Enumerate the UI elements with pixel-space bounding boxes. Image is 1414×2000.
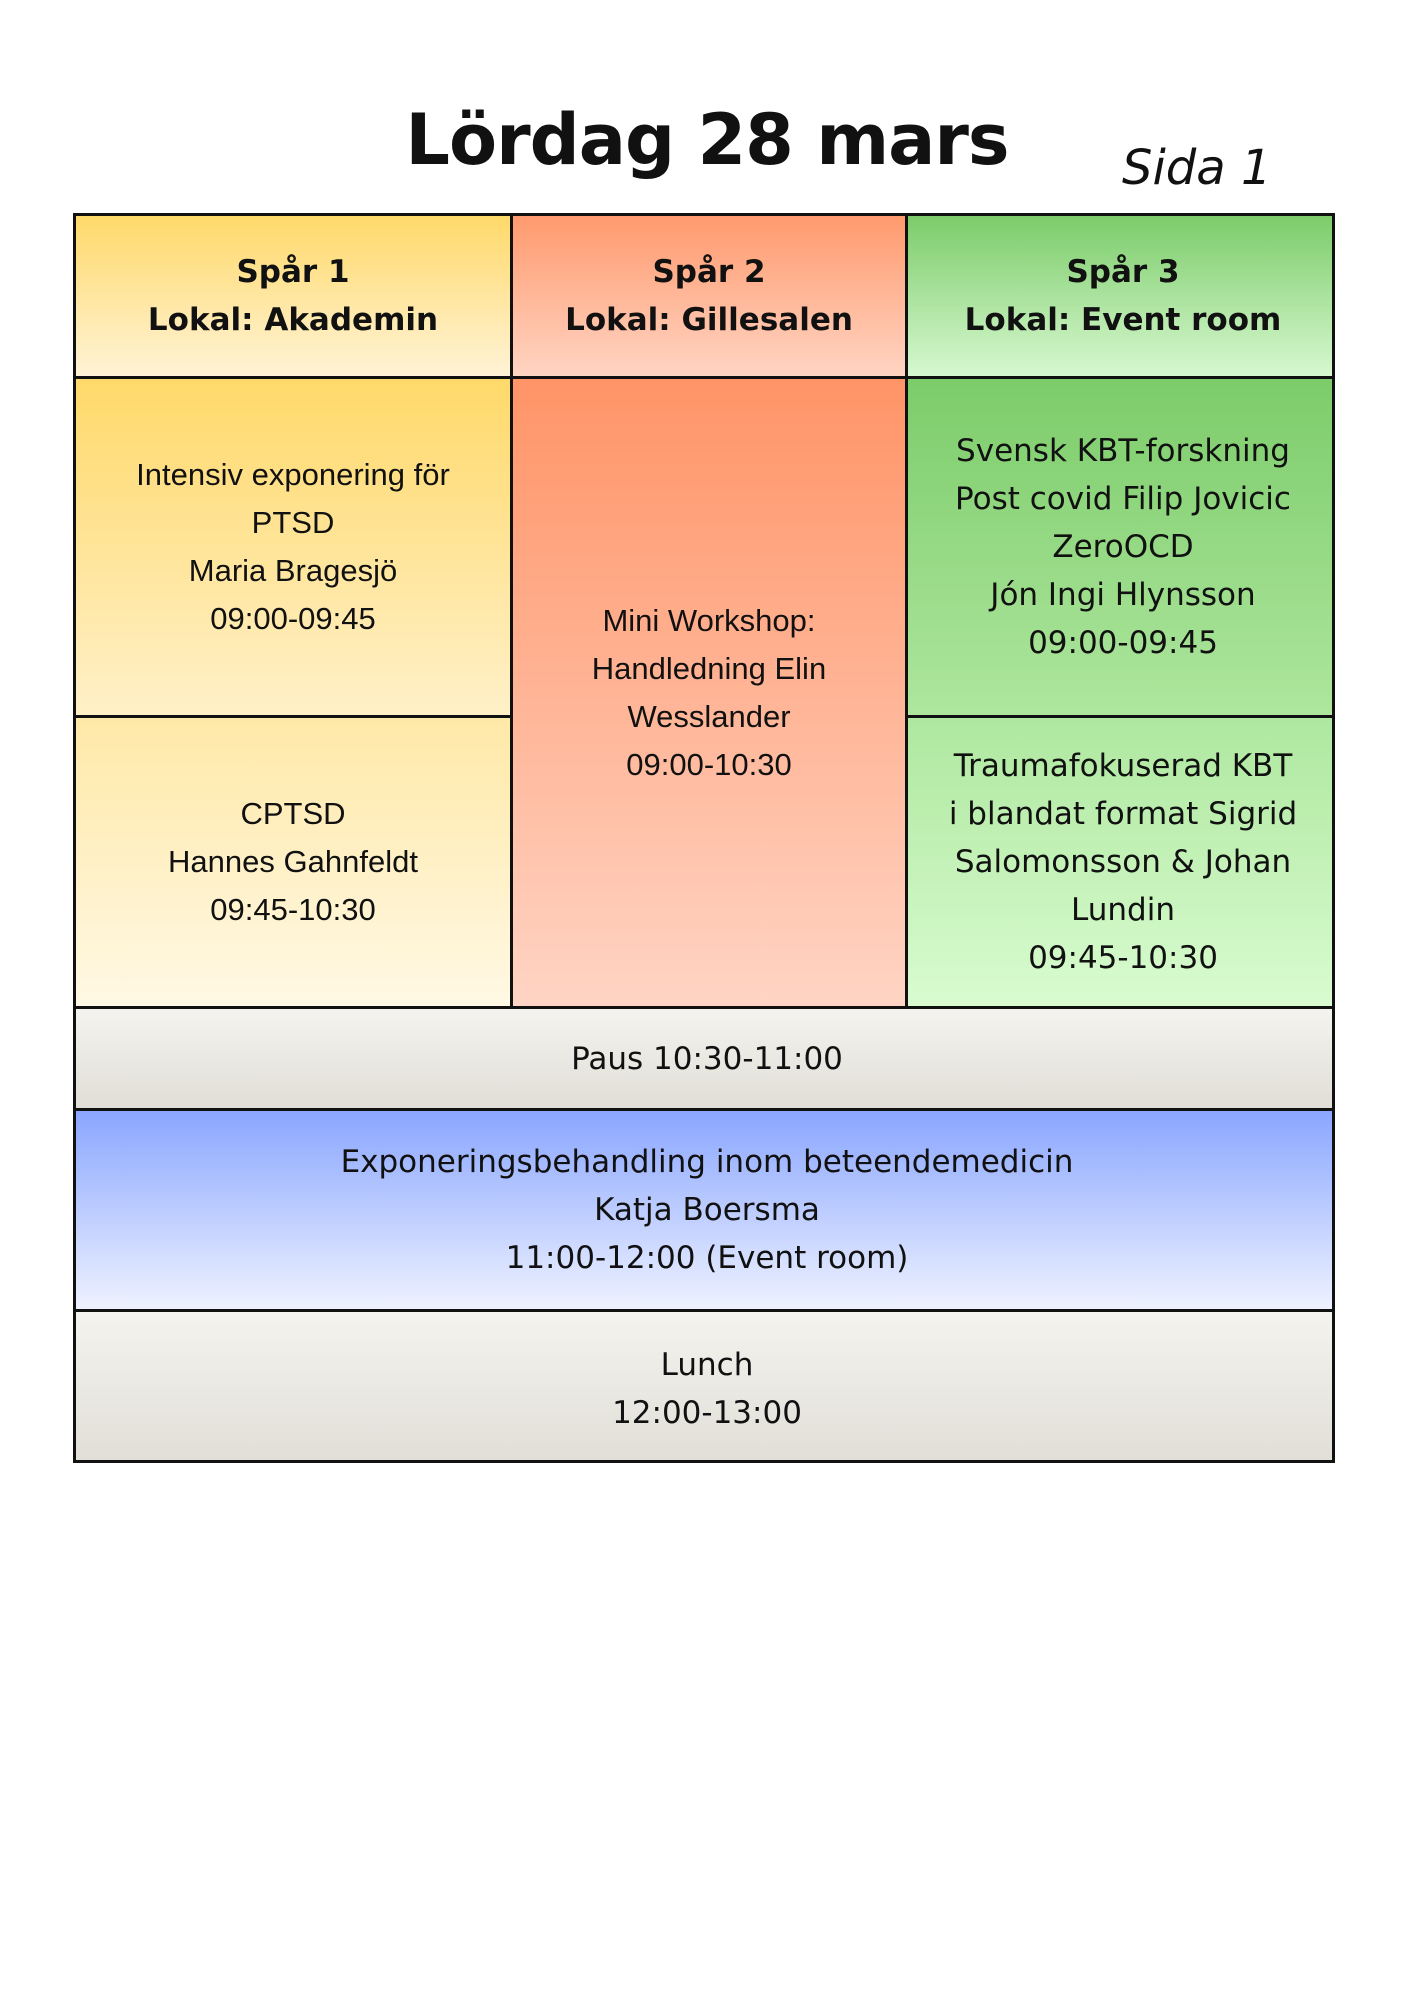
session-speaker: Jón Ingi Hlynsson: [990, 577, 1256, 613]
track-1-header: Spår 1 Lokal: Akademin: [76, 216, 513, 379]
session-title: Mini Workshop:: [602, 602, 816, 638]
session-speaker: Maria Bragesjö: [188, 553, 398, 588]
lunch-label: Lunch: [660, 1347, 754, 1383]
session-track-1-second: CPTSD Hannes Gahnfeldt 09:45-10:30: [76, 718, 513, 1009]
track-3-room: Lokal: Event room: [964, 302, 1282, 338]
session-track-2-workshop: Mini Workshop: Handledning Elin Wessland…: [513, 379, 908, 1009]
session-speaker-continued: Lundin: [1071, 892, 1175, 928]
schedule-table: Spår 1 Lokal: Akademin Spår 2 Lokal: Gil…: [73, 213, 1335, 1463]
session-track-3-second: Traumafokuserad KBT i blandat format Sig…: [908, 718, 1332, 1009]
session-title-continued: PTSD: [251, 505, 335, 540]
session-title: Traumafokuserad KBT: [953, 748, 1293, 784]
track-2-header: Spår 2 Lokal: Gillesalen: [513, 216, 908, 379]
session-time: 09:45-10:30: [210, 892, 376, 927]
session-speaker: Wesslander: [627, 698, 791, 734]
session-speaker: Salomonsson & Johan: [954, 844, 1292, 880]
session-title: Svensk KBT-forskning: [956, 433, 1290, 469]
session-time: 09:00-09:45: [210, 601, 376, 636]
break-label: Paus 10:30-11:00: [571, 1040, 843, 1077]
session-time: 09:00-10:30: [626, 746, 792, 782]
session-subtitle-continued: ZeroOCD: [1052, 529, 1194, 565]
lunch-row: Lunch 12:00-13:00: [76, 1312, 1332, 1460]
session-track-1-first: Intensiv exponering för PTSD Maria Brage…: [76, 379, 513, 718]
page-title: Lördag 28 mars: [405, 99, 1009, 181]
plenary-session: Exponeringsbehandling inom beteendemedic…: [76, 1111, 1332, 1312]
session-title: Intensiv exponering för: [136, 457, 450, 492]
break-row: Paus 10:30-11:00: [76, 1009, 1332, 1111]
track-3-header: Spår 3 Lokal: Event room: [908, 216, 1332, 379]
track-3-name: Spår 3: [1066, 254, 1180, 290]
session-track-3-first: Svensk KBT-forskning Post covid Filip Jo…: [908, 379, 1332, 718]
plenary-time: 11:00-12:00 (Event room): [505, 1240, 909, 1276]
session-time: 09:00-09:45: [1028, 625, 1218, 661]
track-2-room: Lokal: Gillesalen: [565, 302, 853, 338]
plenary-speaker: Katja Boersma: [594, 1192, 820, 1228]
plenary-title: Exponeringsbehandling inom beteendemedic…: [340, 1144, 1074, 1180]
track-2-name: Spår 2: [652, 254, 766, 290]
session-speaker: Hannes Gahnfeldt: [168, 844, 418, 879]
page-number: Sida 1: [1122, 140, 1272, 196]
session-time: 09:45-10:30: [1028, 940, 1218, 976]
track-1-room: Lokal: Akademin: [147, 302, 439, 338]
track-1-name: Spår 1: [236, 254, 350, 290]
session-title-continued: i blandat format Sigrid: [948, 796, 1298, 832]
session-title-continued: Handledning Elin: [591, 650, 827, 686]
lunch-time: 12:00-13:00: [612, 1395, 802, 1431]
session-subtitle: Post covid Filip Jovicic: [955, 481, 1291, 517]
session-title: CPTSD: [240, 796, 346, 831]
